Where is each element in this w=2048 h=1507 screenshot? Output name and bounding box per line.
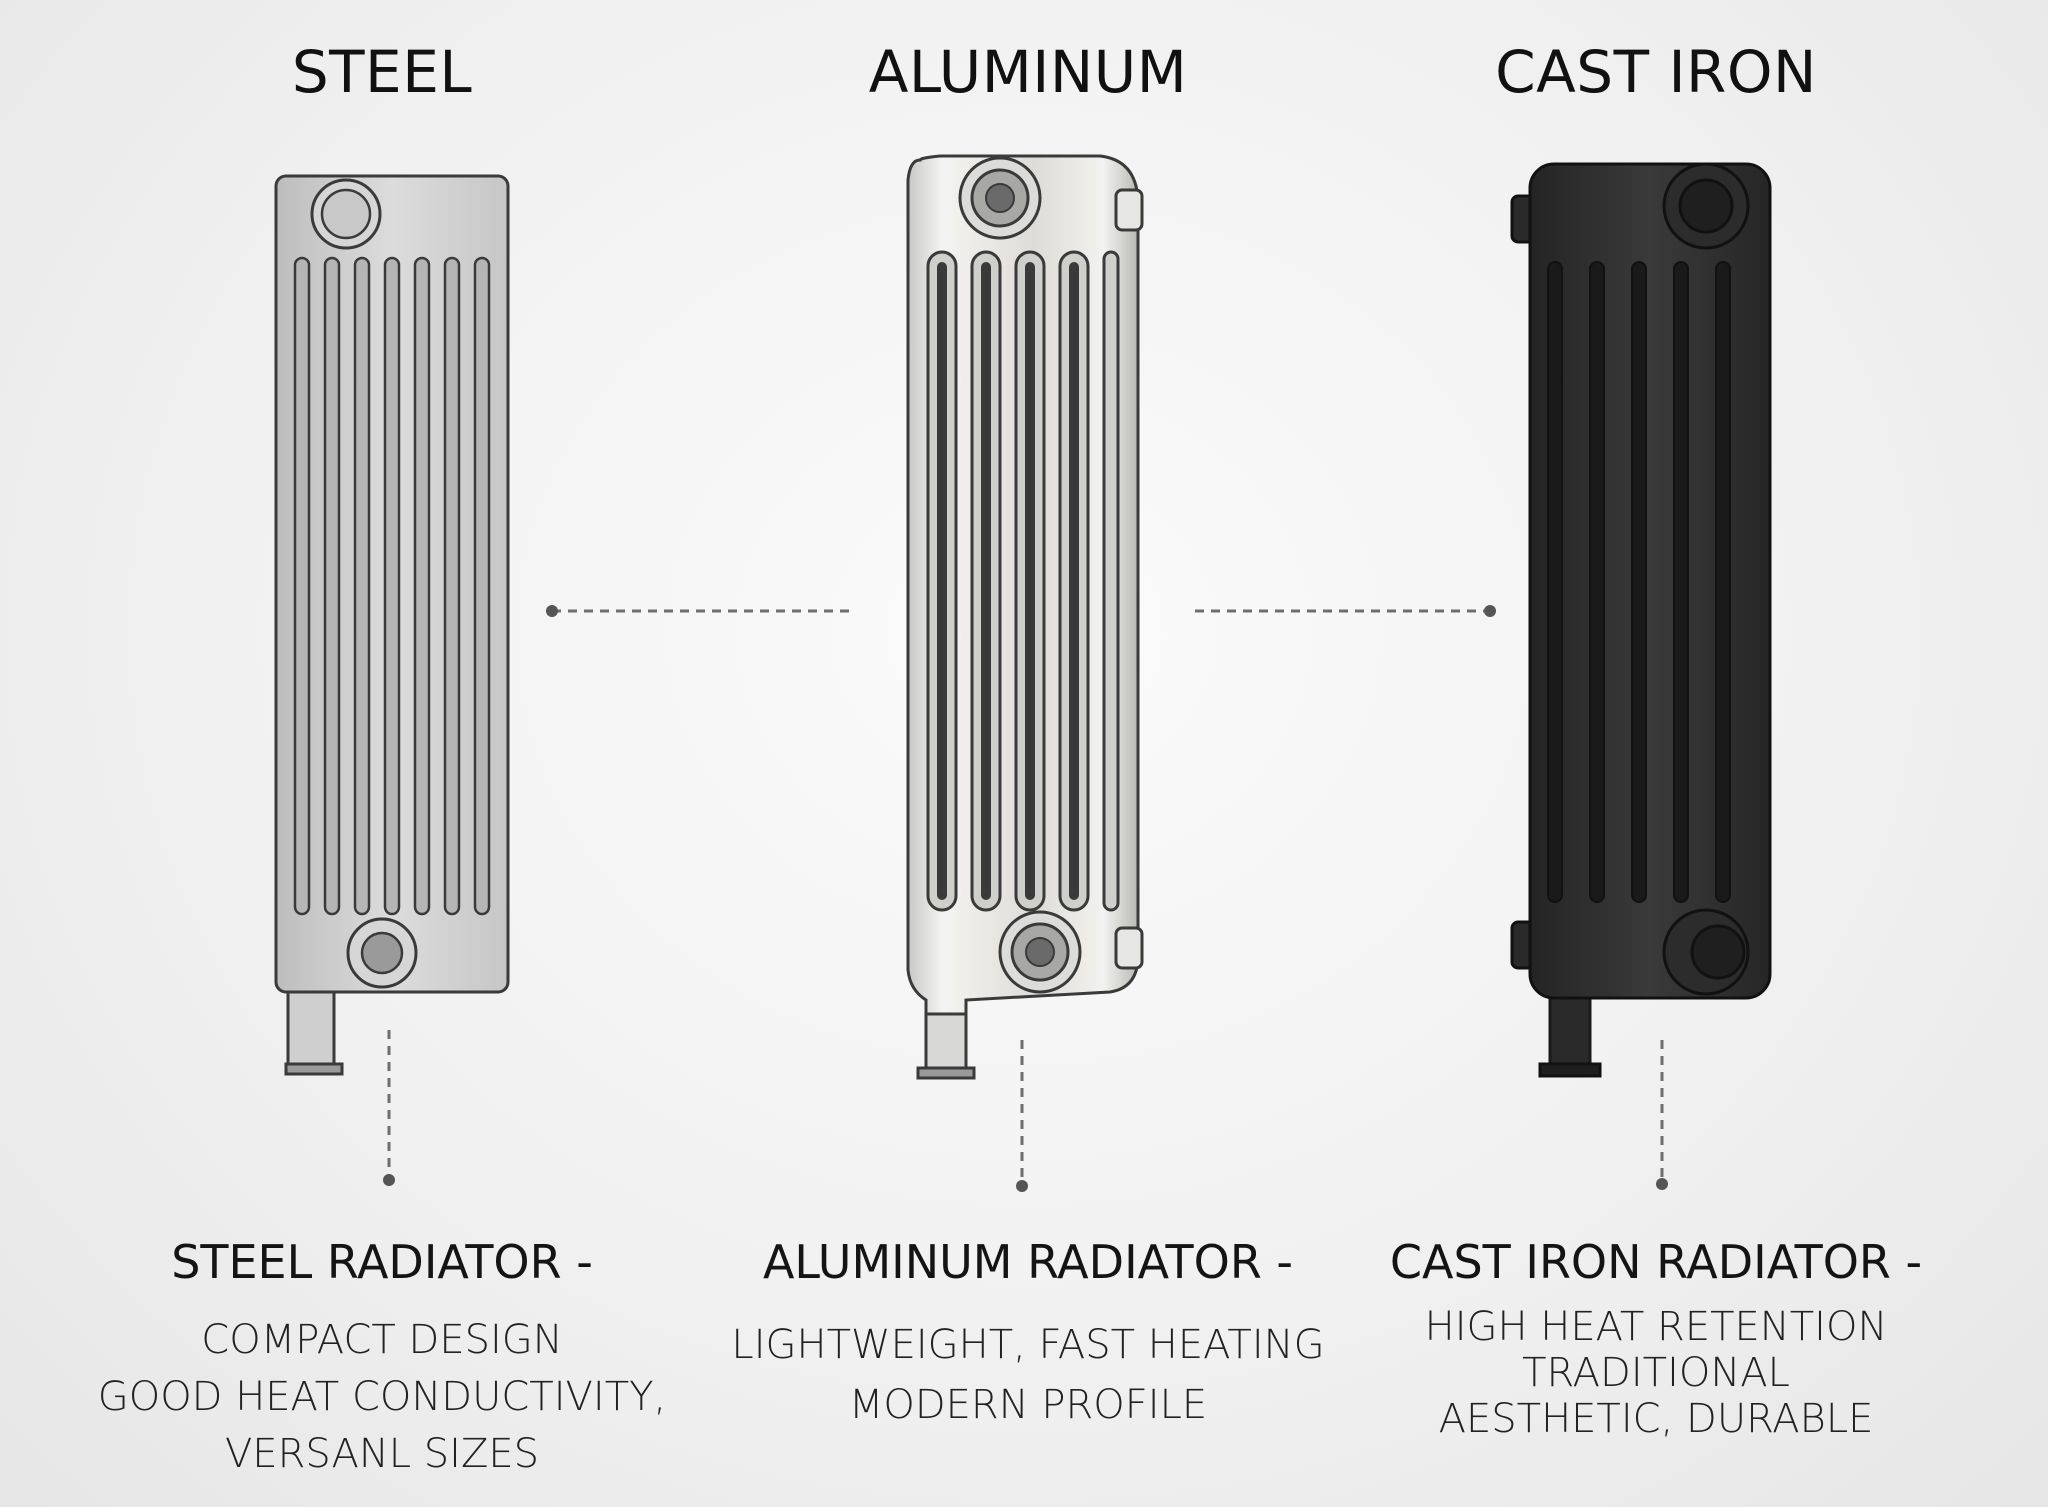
heading-steel: STEEL	[291, 38, 473, 106]
description-line: AESTHETIC, DURABLE	[1438, 1396, 1874, 1442]
aluminum-radiator-icon	[906, 154, 1144, 1080]
cast-iron-column: CAST IRON CAST IRON RADIATOR - HIGH HEAT…	[1346, 0, 1966, 1507]
description-line: HIGH HEAT RETENTION	[1424, 1304, 1888, 1350]
connector-dots	[383, 605, 1668, 1192]
description-line: MODERN PROFILE	[848, 1382, 1208, 1428]
steel-column: STEEL STEEL RADIATOR - COMPACT DESIGN GO…	[72, 0, 692, 1507]
description-cast-iron: HIGH HEAT RETENTION TRADITIONAL AESTHETI…	[1346, 1307, 1966, 1445]
description-line: GOOD HEAT CONDUCTIVITY,	[97, 1374, 667, 1420]
subtitle-aluminum: ALUMINUM RADIATOR -	[762, 1235, 1294, 1289]
heading-aluminum: ALUMINUM	[868, 38, 1188, 106]
description-line: LIGHTWEIGHT, FAST HEATING	[731, 1322, 1325, 1368]
description-line: TRADITIONAL	[1522, 1350, 1790, 1396]
steel-radiator-icon	[274, 174, 510, 1076]
aluminum-column: ALUMINUM ALUMINUM RADIATOR - LIGHTWEIGHT…	[718, 0, 1338, 1507]
description-aluminum: LIGHTWEIGHT, FAST HEATING MODERN PROFILE	[718, 1325, 1338, 1445]
description-steel: COMPACT DESIGN GOOD HEAT CONDUCTIVITY, V…	[72, 1320, 692, 1491]
description-line: COMPACT DESIGN	[201, 1317, 563, 1363]
cast-iron-radiator-icon	[1510, 162, 1772, 1078]
connector-lines	[387, 609, 1664, 1184]
heading-cast-iron: CAST IRON	[1495, 38, 1817, 106]
subtitle-steel: STEEL RADIATOR -	[171, 1235, 593, 1289]
description-line: VERSANL SIZES	[224, 1431, 540, 1477]
subtitle-cast-iron: CAST IRON RADIATOR -	[1389, 1235, 1923, 1289]
